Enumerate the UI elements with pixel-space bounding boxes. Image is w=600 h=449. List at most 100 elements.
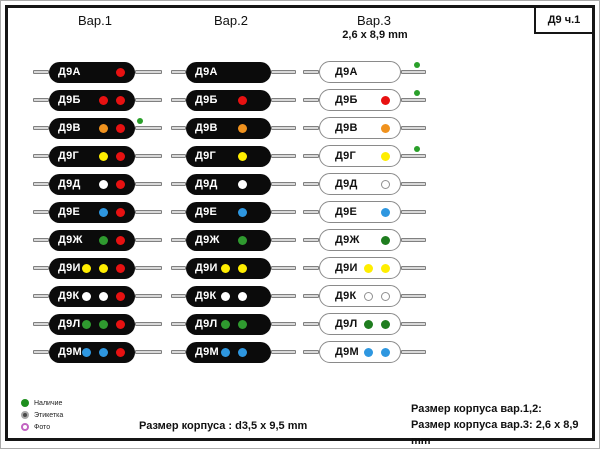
diode-body: Д9Е <box>186 201 271 223</box>
dot-group <box>99 151 135 161</box>
diode-row: Д9К Д9К Д9К <box>1 282 599 310</box>
diode-body: Д9В <box>319 117 401 139</box>
diode-label: Д9К <box>195 290 217 302</box>
lead-wire-left <box>171 322 186 326</box>
diode-Д9Г-var3: Д9Г <box>303 142 426 170</box>
lead-wire-left <box>303 350 319 354</box>
lead-wire-right <box>135 182 162 186</box>
diode-body: Д9Д <box>186 173 271 195</box>
dot-group <box>221 291 271 301</box>
diode-Д9И-var2: Д9И <box>171 254 296 282</box>
lead-wire-right <box>135 98 162 102</box>
dot-group <box>364 263 400 273</box>
red-dot <box>238 95 247 105</box>
column-title-var3: Вар.3 <box>357 13 391 28</box>
diode-body: Д9А <box>186 61 271 83</box>
diode-body: Д9К <box>186 285 271 307</box>
white-dot <box>221 291 230 301</box>
orange-dot <box>238 123 247 133</box>
diode-Д9А-var3: Д9А <box>303 58 426 86</box>
diode-label: Д9Л <box>58 318 81 330</box>
diode-body: Д9Б <box>49 89 135 111</box>
dot-group <box>99 207 135 217</box>
frame-border <box>5 5 595 441</box>
lead-wire-right <box>401 182 426 186</box>
diode-label: Д9Г <box>335 150 357 162</box>
lead-wire-right <box>135 154 162 158</box>
blue-dot <box>99 347 109 357</box>
dot-group <box>381 207 400 217</box>
orange-dot <box>381 123 390 133</box>
dot-group <box>381 235 400 245</box>
diode-Д9Ж-var2: Д9Ж <box>171 226 296 254</box>
dot-group <box>221 263 271 273</box>
diode-Д9Д-var1: Д9Д <box>33 170 162 198</box>
blue-dot <box>238 347 247 357</box>
lead-wire-left <box>303 70 319 74</box>
white-dot <box>99 291 108 301</box>
lead-wire-right <box>271 70 296 74</box>
diode-body: Д9Б <box>186 89 271 111</box>
lead-wire-left <box>33 210 49 214</box>
red-dot <box>116 291 125 301</box>
dot-group <box>99 123 135 133</box>
availability-green-dot <box>414 62 420 68</box>
diode-body: Д9И <box>319 257 401 279</box>
green-dot <box>238 235 247 245</box>
dot-group <box>82 319 135 329</box>
diode-label: Д9М <box>58 346 83 358</box>
white-dot <box>238 291 247 301</box>
size-note-var12: Размер корпуса вар.1,2: <box>411 403 542 415</box>
dot-group <box>82 263 135 273</box>
magenta-ring-icon <box>21 423 29 431</box>
dgreen-dot <box>364 319 373 329</box>
lead-wire-left <box>303 266 319 270</box>
white-dot <box>82 291 91 301</box>
diode-body: Д9К <box>49 285 135 307</box>
lead-wire-left <box>33 126 49 130</box>
green-dot <box>221 319 230 329</box>
diode-body: Д9А <box>319 61 401 83</box>
lead-wire-left <box>171 126 186 130</box>
green-dot <box>99 319 108 329</box>
red-dot <box>116 263 125 273</box>
diode-body: Д9Л <box>49 313 135 335</box>
lead-wire-left <box>303 126 319 130</box>
availability-green-dot <box>414 90 420 96</box>
dot-group <box>221 319 271 329</box>
red-dot <box>116 123 125 133</box>
dot-group <box>82 347 135 357</box>
lead-wire-left <box>33 238 49 242</box>
dot-group <box>99 235 135 245</box>
yellow-dot <box>364 263 373 273</box>
diode-label: Д9Д <box>58 178 81 190</box>
dot-group <box>238 235 271 245</box>
size-note-var3: Размер корпуса вар.3: 2,6 x 8,9 mm <box>411 419 579 447</box>
dot-group <box>82 291 135 301</box>
diode-label: Д9И <box>195 262 218 274</box>
lead-wire-right <box>135 322 162 326</box>
dot-group <box>238 123 271 133</box>
diode-Д9К-var2: Д9К <box>171 282 296 310</box>
diode-body: Д9Ж <box>319 229 401 251</box>
diode-Д9А-var2: Д9А <box>171 58 296 86</box>
lead-wire-right <box>401 350 426 354</box>
diode-body: Д9Е <box>49 201 135 223</box>
lead-wire-right <box>135 70 162 74</box>
dgreen-dot <box>381 319 390 329</box>
diode-Д9К-var3: Д9К <box>303 282 426 310</box>
diode-Д9Л-var1: Д9Л <box>33 310 162 338</box>
lead-wire-right <box>135 350 162 354</box>
diode-label: Д9Б <box>58 94 81 106</box>
diode-body: Д9Е <box>319 201 401 223</box>
diode-body: Д9И <box>186 257 271 279</box>
yellow-dot <box>381 151 390 161</box>
diode-body: Д9Д <box>49 173 135 195</box>
lead-wire-right <box>271 126 296 130</box>
diode-body: Д9К <box>319 285 401 307</box>
